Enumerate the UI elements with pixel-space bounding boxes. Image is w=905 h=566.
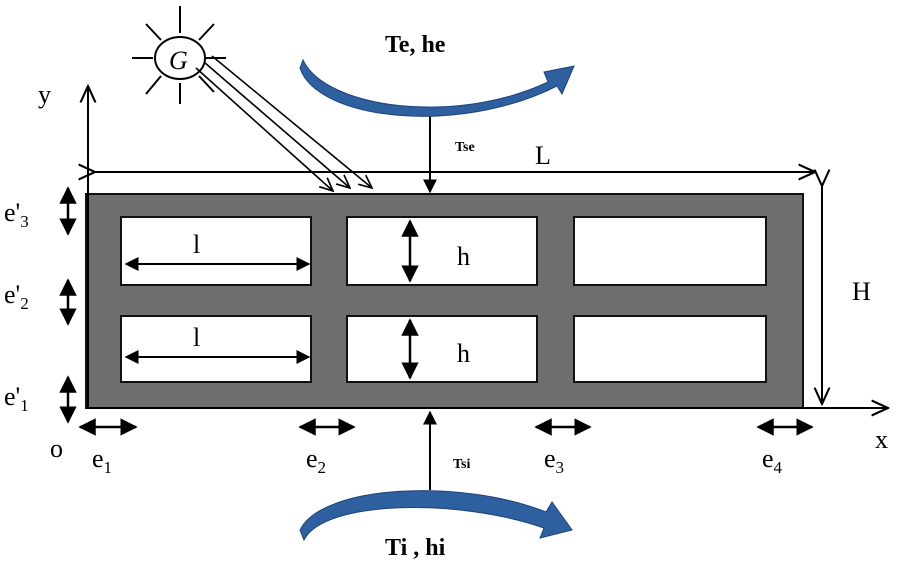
shell-thickness-label-3: e'3 [4, 198, 29, 231]
web-thickness-label-4: e4 [762, 444, 783, 477]
solar-ray-2 [203, 61, 350, 188]
cavity-length-label-bottom: l [193, 323, 200, 352]
y-axis-label: y [38, 80, 51, 109]
cavity-bottom-right [573, 315, 767, 383]
web-thickness-label-1: e1 [92, 444, 112, 477]
exterior-flow-arrow [299, 58, 575, 117]
height-label: H [852, 277, 871, 306]
web-thickness-label-2: e2 [306, 444, 326, 477]
interior-conditions-label: Ti , hi [385, 535, 446, 561]
cavity-length-label-top: l [193, 230, 200, 259]
cavity-top-middle [346, 216, 538, 286]
sun-icon [132, 6, 226, 104]
cavity-top-right [573, 216, 767, 286]
origin-label: o [50, 434, 63, 463]
exterior-conditions-label: Te, he [385, 32, 446, 58]
cavity-bottom-left [120, 315, 312, 383]
cavity-height-label-top: h [457, 242, 470, 271]
shell-thickness-label-2: e'2 [4, 280, 29, 313]
solar-ray-3 [211, 55, 372, 188]
web-thickness-label-3: e3 [544, 444, 564, 477]
shell-thickness-label-1: e'1 [4, 382, 29, 415]
exterior-surface-temp: Tse [455, 140, 475, 155]
cavity-bottom-middle [346, 315, 538, 383]
interior-flow-arrow [299, 490, 573, 542]
cavity-top-left [120, 216, 312, 286]
cavity-height-label-bottom: h [457, 339, 470, 368]
interior-surface-temp: Tsi [453, 457, 471, 472]
length-label: L [535, 141, 551, 170]
solar-ray-1 [195, 67, 333, 191]
x-axis-label: x [875, 425, 888, 454]
solar-radiation-symbol: G [169, 46, 188, 75]
